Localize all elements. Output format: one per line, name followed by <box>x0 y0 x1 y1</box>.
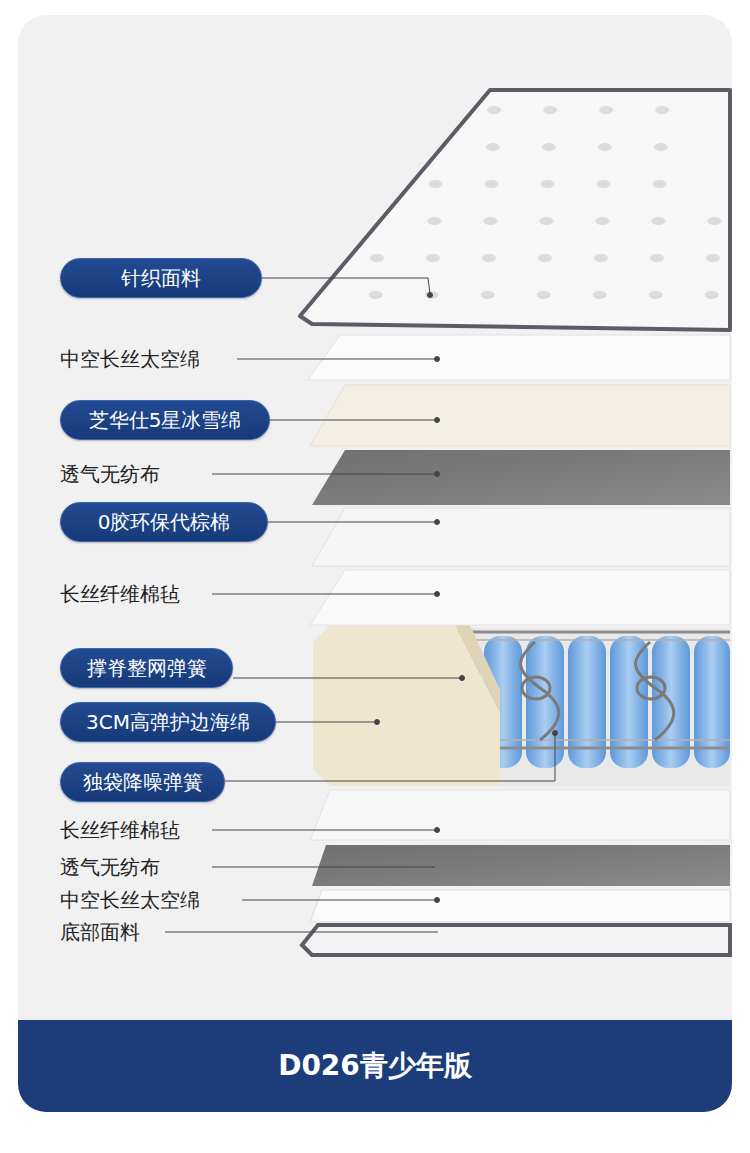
feature-pill: 3CM高弹护边海绵 <box>60 702 276 742</box>
quilt-dot <box>541 180 555 188</box>
layer-label: 长丝纤维棉毡 <box>60 818 180 842</box>
quilt-dot <box>487 106 501 114</box>
quilt-dot <box>427 217 441 225</box>
pill-text: 3CM高弹护边海绵 <box>86 709 250 736</box>
quilt-dot <box>655 106 669 114</box>
pill-text: 芝华仕5星冰雪绵 <box>89 407 242 434</box>
quilt-dot <box>538 254 552 262</box>
quilt-dot <box>486 143 500 151</box>
pill-text: 0胶环保代棕棉 <box>98 509 231 536</box>
layer-label: 透气无纺布 <box>60 855 160 879</box>
pill-text: 撑脊整网弹簧 <box>87 655 207 682</box>
layer-label: 长丝纤维棉毡 <box>60 582 180 606</box>
quilt-dot <box>706 254 720 262</box>
quilt-dot <box>370 254 384 262</box>
layer-label: 透气无纺布 <box>60 462 160 486</box>
pill-text: 独袋降噪弹簧 <box>83 769 203 796</box>
quilt-dot <box>369 291 383 299</box>
quilt-dot <box>653 180 667 188</box>
quilt-dot <box>593 291 607 299</box>
quilt-dot <box>597 180 611 188</box>
quilt-dot <box>425 291 439 299</box>
version-band: D026青少年版 <box>18 1020 732 1112</box>
quilt-dot <box>481 291 495 299</box>
quilt-dot <box>594 254 608 262</box>
band-title: D026青少年版 <box>278 1047 472 1085</box>
quilt-dot <box>705 291 719 299</box>
feature-pill: 针织面料 <box>60 258 262 298</box>
quilt-dot <box>649 291 663 299</box>
quilt-dot <box>539 217 553 225</box>
quilt-dot <box>598 143 612 151</box>
quilt-dot <box>651 217 665 225</box>
quilt-dot <box>707 217 721 225</box>
layer-label: 中空长丝太空绵 <box>60 888 200 912</box>
quilt-dot <box>595 217 609 225</box>
quilt-dot <box>429 180 443 188</box>
quilt-dot <box>542 143 556 151</box>
quilt-dot <box>654 143 668 151</box>
quilt-dot <box>483 217 497 225</box>
quilt-dot <box>650 254 664 262</box>
quilt-dot <box>426 254 440 262</box>
quilt-dot <box>537 291 551 299</box>
layer-label: 底部面料 <box>60 920 140 944</box>
quilt-dot <box>482 254 496 262</box>
feature-pill: 独袋降噪弹簧 <box>60 762 225 802</box>
layer-label: 中空长丝太空绵 <box>60 347 200 371</box>
quilt-dot <box>543 106 557 114</box>
feature-pill: 0胶环保代棕棉 <box>60 502 268 542</box>
feature-pill: 芝华仕5星冰雪绵 <box>60 400 270 440</box>
pill-text: 针织面料 <box>121 265 201 292</box>
quilt-dot <box>485 180 499 188</box>
feature-pill: 撑脊整网弹簧 <box>60 648 233 688</box>
quilt-dot <box>599 106 613 114</box>
